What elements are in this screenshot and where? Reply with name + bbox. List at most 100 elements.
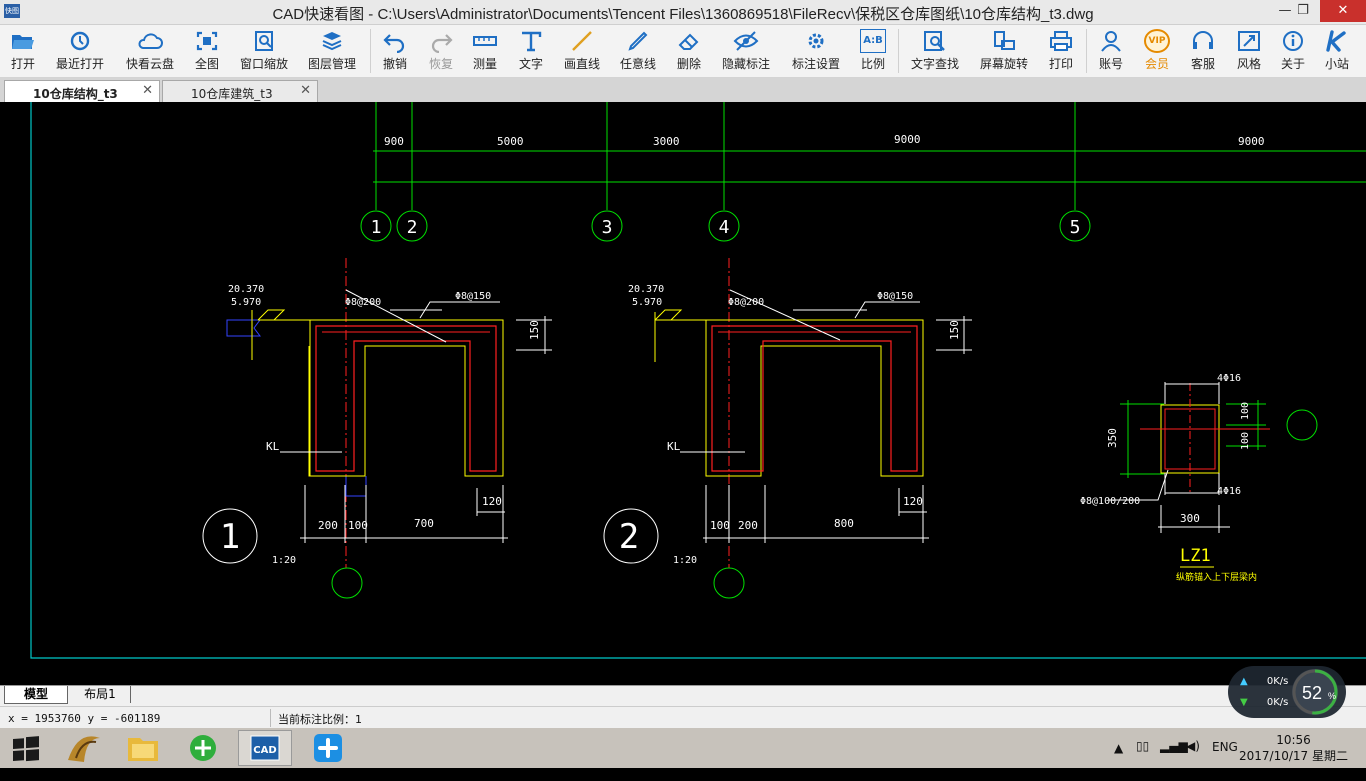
about-button[interactable]: 关于 <box>1276 25 1310 77</box>
taskbar-browser[interactable] <box>176 730 230 766</box>
text-button[interactable]: 文字 <box>514 25 548 77</box>
tab-architecture[interactable]: 10仓库建筑_t3 ✕ <box>162 80 318 103</box>
redo-label: 恢复 <box>428 57 453 71</box>
status-divider <box>270 709 271 727</box>
account-button[interactable]: 账号 <box>1094 25 1128 77</box>
dim-c: 700 <box>414 517 434 530</box>
erase-button[interactable]: 删除 <box>672 25 706 77</box>
top-bars-label: 4Φ16 <box>1217 373 1241 384</box>
full-view-button[interactable]: 全图 <box>190 25 224 77</box>
fit-screen-icon <box>196 31 218 51</box>
axis-label-1: 1 <box>371 217 382 238</box>
rotate-button[interactable]: 屏幕旋转 <box>976 25 1032 77</box>
game-logo-icon <box>68 736 100 762</box>
taskbar-blue-app[interactable] <box>302 730 356 766</box>
restore-button[interactable]: ❐ <box>1297 3 1309 18</box>
download-speed: ▼ 0K/s <box>1240 697 1288 708</box>
open-button[interactable]: 打开 <box>2 25 44 77</box>
service-button[interactable]: 客服 <box>1186 25 1220 77</box>
column-name: LZ1 <box>1180 546 1211 566</box>
taskbar-file-explorer[interactable] <box>116 730 170 766</box>
close-tab-icon[interactable]: ✕ <box>300 83 311 98</box>
pen-icon <box>628 31 648 51</box>
mark-settings-button[interactable]: 标注设置 <box>788 25 844 77</box>
site-label: 小站 <box>1324 57 1349 71</box>
column-lz1 <box>1108 382 1318 568</box>
rotate-screen-icon <box>994 31 1015 50</box>
clock[interactable]: 10:56 2017/10/17 星期二 <box>1239 732 1348 764</box>
text-search-button[interactable]: 文字查找 <box>906 25 964 77</box>
close-tab-icon[interactable]: ✕ <box>142 83 153 98</box>
tray-expand-icon[interactable]: ▲ <box>1114 741 1124 755</box>
dim-9000-b: 9000 <box>1238 135 1265 148</box>
minimize-button[interactable]: — <box>1278 3 1292 18</box>
vip-button[interactable]: VIP 会员 <box>1140 25 1174 77</box>
line-label: 画直线 <box>563 57 600 71</box>
upload-value: 0K/s <box>1266 676 1289 687</box>
layers-button[interactable]: 图层管理 <box>304 25 360 77</box>
rebar-label-a: Φ8@200 <box>345 297 381 308</box>
dim-350: 350 <box>1106 428 1119 448</box>
text-icon <box>522 31 542 52</box>
axis-label-5: 5 <box>1070 217 1081 238</box>
tab-model[interactable]: 模型 <box>4 686 68 704</box>
tray-device-icon[interactable]: ▯▯ <box>1136 739 1150 753</box>
taskbar-cad-viewer[interactable]: CAD <box>238 730 292 766</box>
column-lz1-labels: 4Φ16 4Φ16 350 100 100 Φ8@100/200 300 LZ1… <box>1080 373 1257 583</box>
dim-5000: 5000 <box>497 135 524 148</box>
line-icon <box>572 31 592 51</box>
drawing-canvas[interactable]: 900 5000 3000 9000 9000 1 2 3 4 5 20.370 <box>0 102 1366 685</box>
toolbar: 打开 最近打开 快看云盘 全图 窗口缩放 图层管理 撤销 恢复 测量 文字 画直… <box>0 25 1366 78</box>
close-button[interactable]: ✕ <box>1320 0 1366 22</box>
scale-button[interactable]: A:B 比例 <box>856 25 890 77</box>
settings-icon <box>808 33 824 49</box>
window-zoom-button[interactable]: 窗口缩放 <box>236 25 292 77</box>
eraser-icon <box>678 33 699 50</box>
print-button[interactable]: 打印 <box>1044 25 1078 77</box>
style-button[interactable]: 风格 <box>1232 25 1266 77</box>
freehand-button[interactable]: 任意线 <box>616 25 660 77</box>
input-language[interactable]: ENG <box>1212 740 1238 754</box>
axis-grid-lines <box>360 102 1366 242</box>
axis-label-2: 2 <box>407 217 418 238</box>
dim-100-b: 100 <box>1240 432 1251 450</box>
tab-structure[interactable]: 10仓库结构_t3 ✕ <box>4 80 160 103</box>
pinwheel-icon <box>314 734 342 762</box>
redo-button[interactable]: 恢复 <box>424 25 458 77</box>
toolbar-separator <box>898 29 899 73</box>
measure-button[interactable]: 测量 <box>468 25 502 77</box>
network-signal-icon[interactable]: ▂▄▆ <box>1160 739 1188 753</box>
volume-icon[interactable]: ◀) <box>1186 739 1200 753</box>
undo-button[interactable]: 撤销 <box>378 25 412 77</box>
cloud-label: 快看云盘 <box>125 57 174 71</box>
text-search-label: 文字查找 <box>910 57 959 71</box>
layers-label: 图层管理 <box>307 57 356 71</box>
line-button[interactable]: 画直线 <box>560 25 604 77</box>
cloud-button[interactable]: 快看云盘 <box>122 25 178 77</box>
column-note: 纵筋锚入上下层梁内 <box>1176 571 1257 583</box>
start-button[interactable] <box>0 730 54 766</box>
section-2 <box>603 258 972 599</box>
undo-label: 撤销 <box>382 57 407 71</box>
k-logo-icon <box>1326 30 1346 52</box>
clock-date: 2017/10/17 星期二 <box>1239 749 1348 763</box>
dim-150: 150 <box>528 320 541 340</box>
section-scale: 1:20 <box>272 555 296 566</box>
memory-percent: 52 <box>1302 683 1322 703</box>
undo-icon <box>383 34 405 53</box>
recent-button[interactable]: 最近打开 <box>52 25 108 77</box>
user-icon <box>1101 31 1121 52</box>
scale-icon: A:B <box>860 29 886 53</box>
axis-labels: 1 2 3 4 5 <box>371 217 1081 238</box>
stirrup-label: Φ8@100/200 <box>1080 496 1140 507</box>
site-button[interactable]: 小站 <box>1320 25 1354 77</box>
section-1 <box>202 258 552 599</box>
tab-layout1[interactable]: 布局1 <box>70 686 131 703</box>
taskbar-game-app[interactable] <box>58 730 112 766</box>
toolbar-separator <box>370 29 371 73</box>
network-speed-widget[interactable]: ▲ 0K/s ▼ 0K/s 52 % <box>1228 666 1346 718</box>
style-icon <box>1238 31 1260 51</box>
hide-marks-button[interactable]: 隐藏标注 <box>718 25 774 77</box>
layers-icon <box>322 32 342 51</box>
axis-label-4: 4 <box>719 217 730 238</box>
